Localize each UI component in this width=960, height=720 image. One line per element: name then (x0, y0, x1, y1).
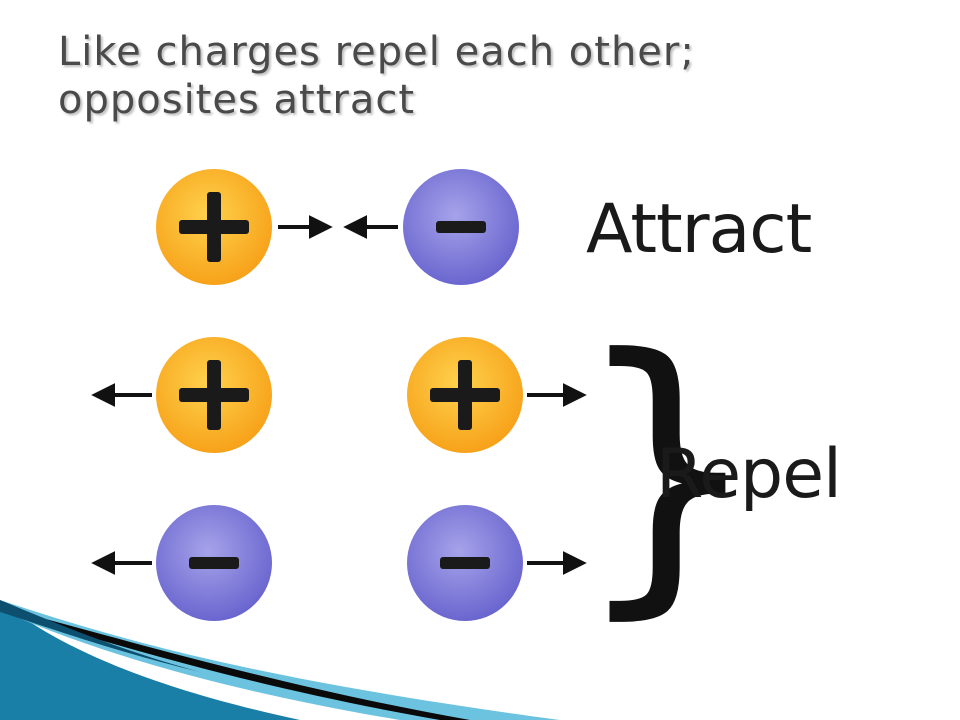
charge-row2-left (156, 337, 272, 453)
repel-label: Repel (656, 435, 842, 514)
charge-row2-right (407, 337, 523, 453)
charge-row3-right (407, 505, 523, 621)
minus-symbol (436, 221, 486, 233)
title-line-1: Like charges repel each other; (58, 29, 695, 75)
bottom-swoosh-decoration (0, 600, 560, 720)
slide-title: Like charges repel each other; opposites… (58, 28, 918, 124)
charge-row1-left (156, 169, 272, 285)
plus-symbol-vertical (207, 192, 221, 262)
repel-brace: } (572, 295, 763, 644)
charge-row1-right (403, 169, 519, 285)
title-line-2: opposites attract (58, 77, 416, 123)
attract-label: Attract (586, 190, 812, 269)
charge-row3-left (156, 505, 272, 621)
